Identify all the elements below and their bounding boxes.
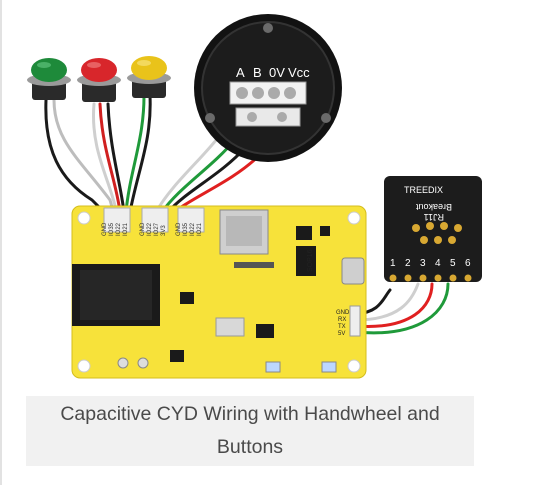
wiring-photo: A B 0V Vcc GND IO35 IO22 — [20, 0, 528, 396]
push-button-green — [27, 58, 71, 100]
chip-label-sop16: SOP16 — [307, 249, 314, 272]
pin-number-6: 6 — [465, 258, 471, 269]
pin-number-1: 1 — [390, 258, 396, 269]
uart-label-gnd: GND — [336, 310, 350, 316]
header-mid-label-1: GND — [140, 222, 146, 236]
terminal-label-vcc: Vcc — [288, 65, 310, 80]
pin-number-5: 5 — [450, 258, 456, 269]
pin-number-3: 3 — [420, 258, 426, 269]
terminal-label-0v: 0V — [269, 65, 285, 80]
header-right-label-1: GND — [176, 222, 182, 236]
header-right-label-4: IO21 — [197, 222, 203, 236]
uart-label-5v: 5V — [338, 331, 345, 337]
header-mid-label-3: IO27 — [154, 222, 160, 236]
header-mid-label-4: 3V3 — [161, 225, 167, 236]
handwheel-encoder: A B 0V Vcc — [194, 14, 342, 162]
pin-number-4: 4 — [435, 258, 441, 269]
header-mid-label-2: IO22 — [147, 222, 153, 236]
push-button-red — [77, 58, 121, 102]
pin-number-2: 2 — [405, 258, 411, 269]
figure-caption: Capacitive CYD Wiring with Handwheel and… — [60, 403, 440, 458]
uart-label-tx: TX — [338, 324, 346, 330]
header-left-label-2: IO35 — [109, 222, 115, 236]
terminal-label-a: A — [236, 65, 245, 80]
header-left-label-4: IO21 — [123, 222, 129, 236]
breakout-label-breakout: Breakout — [415, 202, 452, 212]
caption-box: Capacitive CYD Wiring with Handwheel and… — [26, 396, 474, 466]
breakout-label-rj11: RJ11 — [424, 212, 444, 222]
push-button-yellow — [127, 56, 171, 98]
cyd-board: GND IO35 IO22 IO21 GND IO22 IO27 3V3 GND… — [71, 205, 367, 379]
header-right-label-2: IO35 — [183, 222, 189, 236]
uart-label-rx: RX — [338, 317, 346, 323]
header-left-label-3: IO22 — [116, 222, 122, 236]
header-right-label-3: IO22 — [190, 222, 196, 236]
terminal-label-b: B — [253, 65, 262, 80]
breakout-brand: TREEDIX — [404, 185, 443, 195]
header-left-label-1: GND — [102, 222, 108, 236]
rj11-breakout: TREEDIX RJ11 Breakout 1 2 3 4 5 — [384, 176, 482, 282]
